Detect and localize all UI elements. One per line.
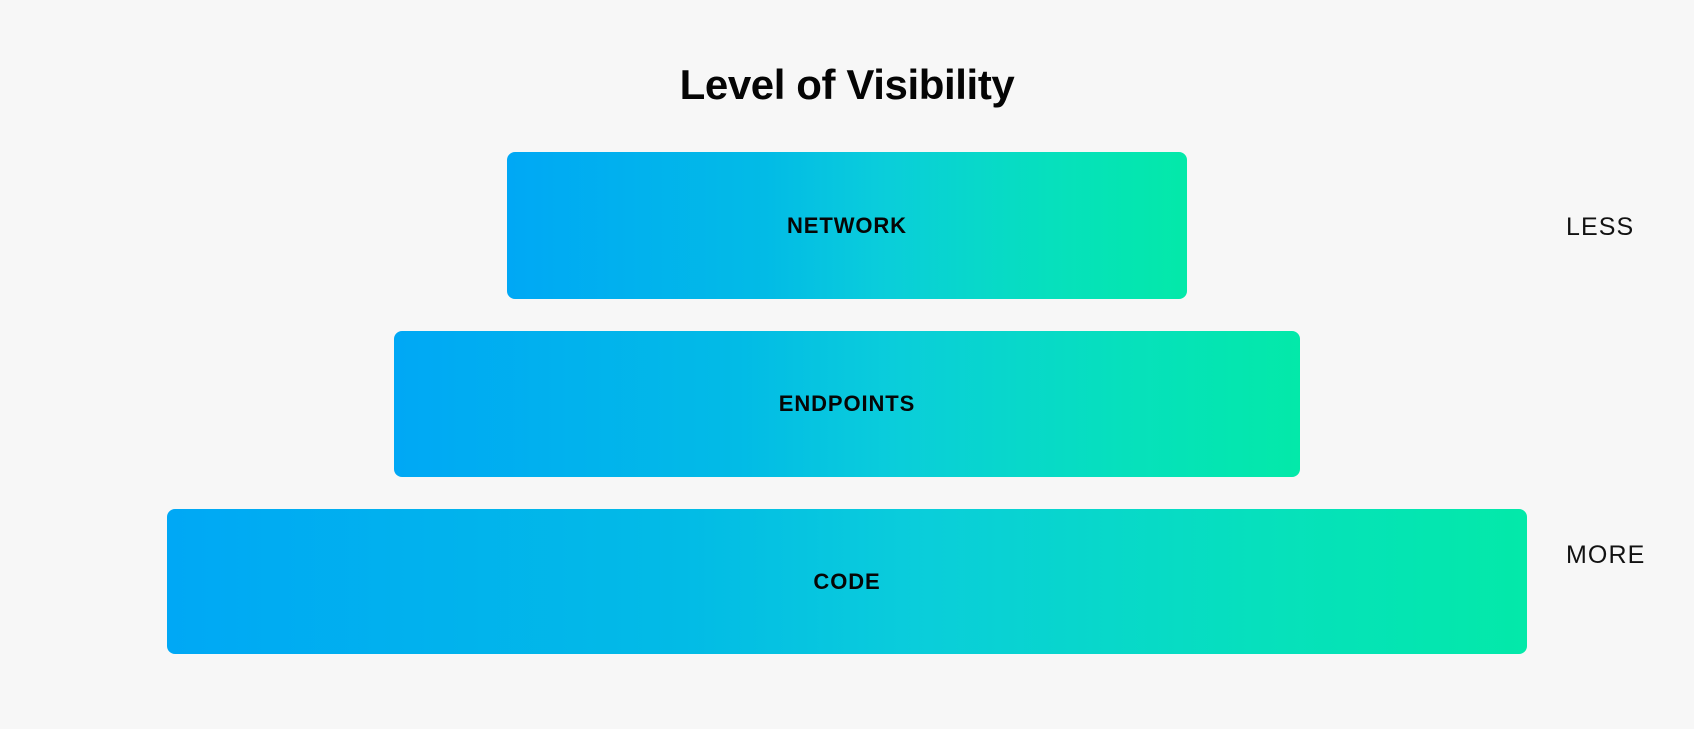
funnel-bar-code[interactable]: CODE <box>167 509 1527 654</box>
funnel-bar-network[interactable]: NETWORK <box>507 152 1187 299</box>
funnel-bar-label: CODE <box>813 568 881 594</box>
scale-label-less: LESS <box>1566 213 1635 241</box>
scale-label-more: MORE <box>1566 541 1646 569</box>
funnel-bar-label: NETWORK <box>787 212 907 238</box>
page-title: Level of Visibility <box>679 61 1015 108</box>
funnel-bar-label: ENDPOINTS <box>778 391 916 416</box>
funnel-bar-endpoints[interactable]: ENDPOINTS <box>394 331 1300 477</box>
